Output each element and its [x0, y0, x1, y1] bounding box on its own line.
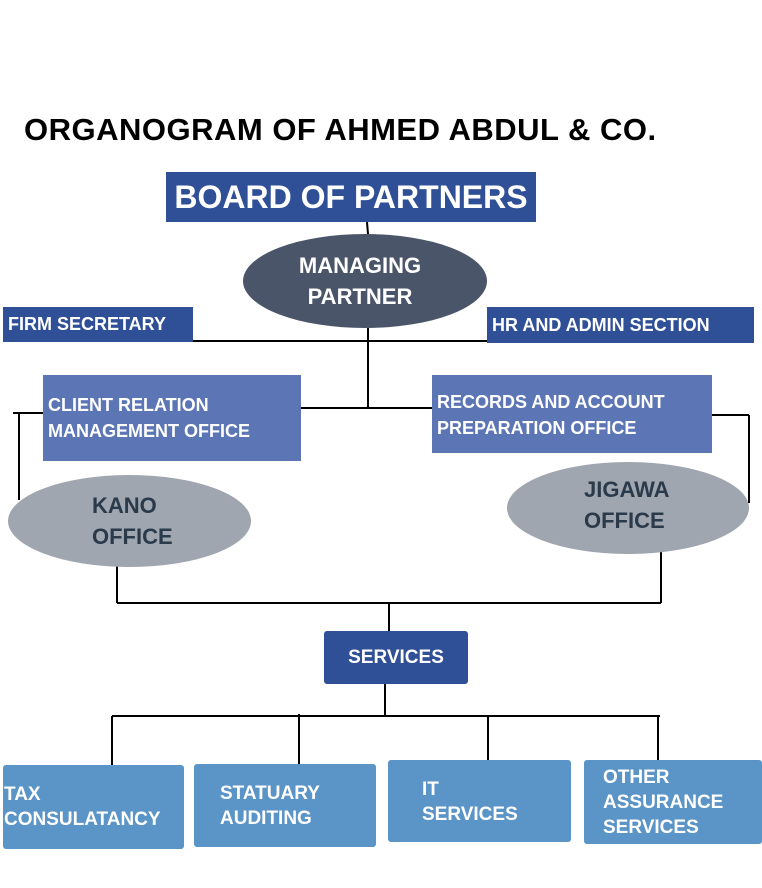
- client-relation-office-box: CLIENT RELATION MANAGEMENT OFFICE: [43, 375, 301, 461]
- kano-office-line-2: OFFICE: [92, 524, 173, 549]
- client-relation-line-1: CLIENT RELATION: [48, 395, 209, 415]
- service-item-line: SERVICES: [422, 804, 518, 825]
- service-it-services: IT SERVICES: [388, 760, 571, 842]
- jigawa-office-line-1: JIGAWA: [584, 477, 670, 502]
- records-account-office-box: RECORDS AND ACCOUNT PREPARATION OFFICE: [432, 375, 712, 453]
- client-relation-line-2: MANAGEMENT OFFICE: [48, 421, 250, 441]
- service-item-line: IT: [422, 779, 439, 800]
- service-other-assurance: OTHER ASSURANCE SERVICES: [584, 760, 762, 844]
- page-title: ORGANOGRAM OF AHMED ABDUL & CO.: [24, 112, 657, 147]
- service-item-line: TAX: [4, 784, 41, 805]
- service-item-line: OTHER: [603, 767, 670, 788]
- service-item-line: ASSURANCE: [603, 792, 724, 813]
- managing-partner-line-1: MANAGING: [298, 253, 422, 278]
- kano-office-oval: KANO OFFICE: [8, 475, 251, 567]
- board-of-partners-box: BOARD OF PARTNERS: [166, 172, 536, 222]
- managing-partner-line-2: PARTNER: [307, 284, 413, 309]
- jigawa-office-line-2: OFFICE: [584, 508, 665, 533]
- firm-secretary-box: FIRM SECRETARY: [3, 307, 193, 342]
- jigawa-office-oval: JIGAWA OFFICE: [507, 462, 749, 554]
- records-account-line-2: PREPARATION OFFICE: [437, 418, 637, 438]
- service-tax-consultancy: TAX CONSULATANCY: [3, 765, 184, 849]
- service-item-line: CONSULATANCY: [4, 809, 161, 830]
- service-item-line: STATUARY: [220, 782, 320, 804]
- services-box: SERVICES: [324, 631, 468, 684]
- managing-partner-oval: MANAGING PARTNER: [243, 234, 487, 328]
- kano-office-line-1: KANO: [92, 493, 157, 518]
- service-statuary-auditing: STATUARY AUDITING: [194, 764, 376, 847]
- service-item-line: SERVICES: [603, 817, 699, 838]
- hr-admin-section-box: HR AND ADMIN SECTION: [487, 307, 754, 343]
- records-account-line-1: RECORDS AND ACCOUNT: [437, 392, 665, 412]
- service-item-line: AUDITING: [220, 807, 312, 829]
